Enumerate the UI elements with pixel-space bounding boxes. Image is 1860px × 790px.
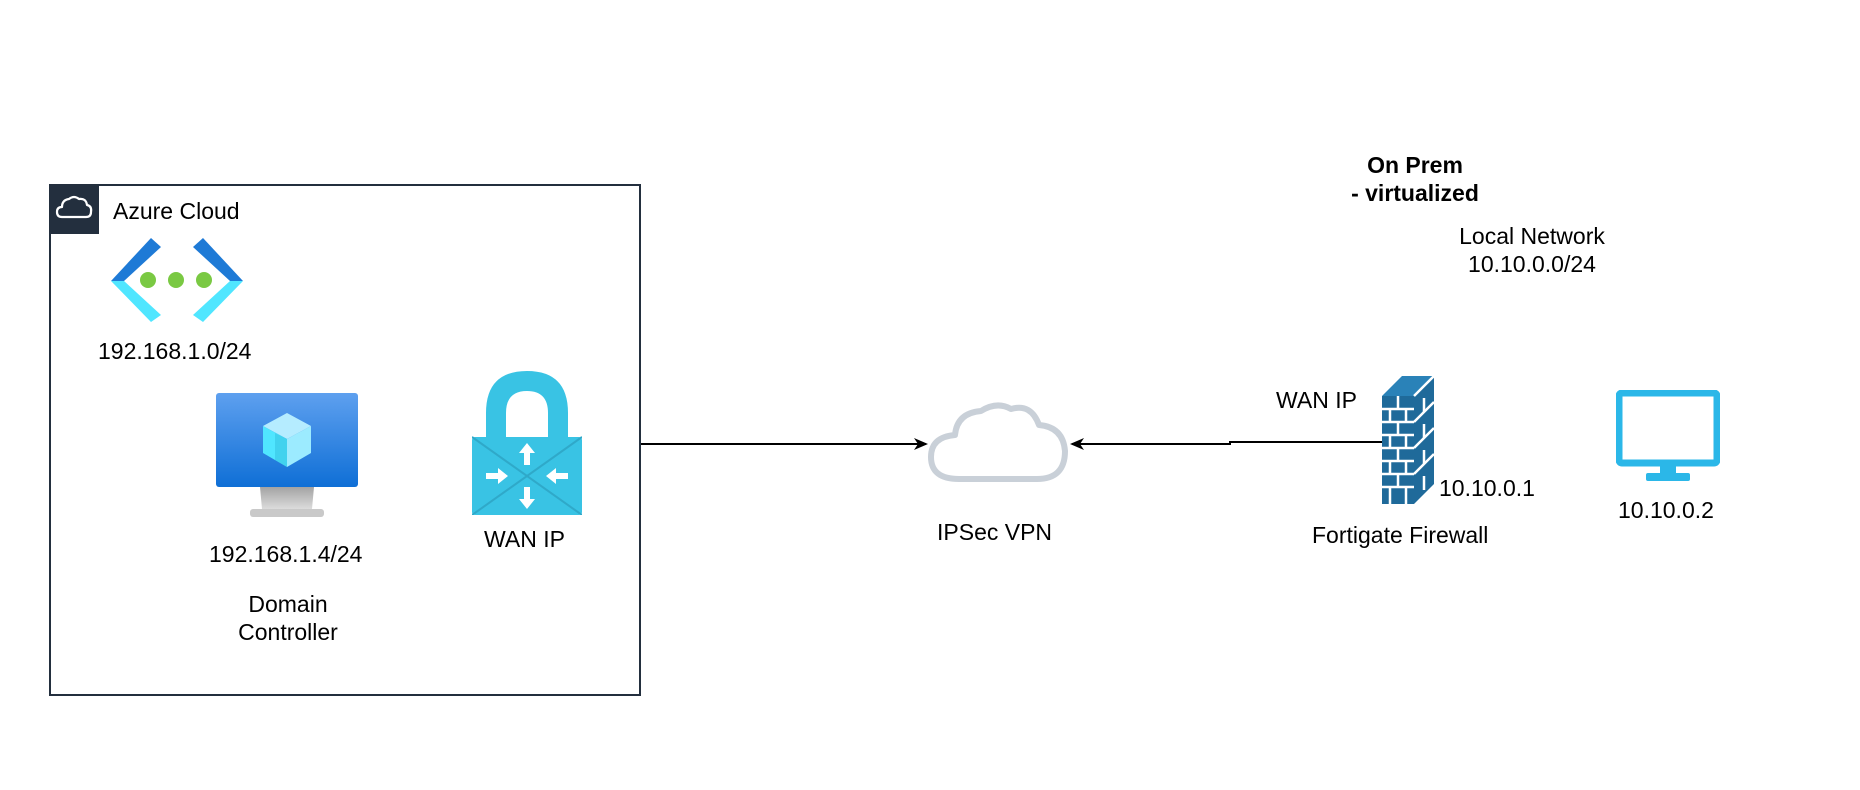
local-network-line1: Local Network bbox=[1459, 223, 1605, 249]
azure-wan-ip-label: WAN IP bbox=[484, 526, 565, 552]
azure-cloud-title: Azure Cloud bbox=[113, 198, 240, 224]
dc-name-line1: Domain bbox=[248, 591, 328, 617]
onprem-title-line2: - virtualized bbox=[1351, 180, 1479, 206]
ipsec-vpn-cloud-icon bbox=[928, 402, 1068, 482]
cloud-icon bbox=[55, 195, 93, 219]
firewall-ip-label: 10.10.0.1 bbox=[1439, 475, 1535, 501]
virtual-machine-icon bbox=[216, 393, 358, 517]
firewall-icon bbox=[1382, 375, 1435, 504]
local-network-line2: 10.10.0.0/24 bbox=[1468, 251, 1596, 277]
dc-ip-label: 192.168.1.4/24 bbox=[209, 541, 363, 567]
dc-name-line2: Controller bbox=[238, 619, 338, 645]
ipsec-vpn-label: IPSec VPN bbox=[937, 519, 1053, 545]
onprem-title-line1: On Prem bbox=[1367, 152, 1463, 178]
firewall-to-vpn-connector bbox=[1070, 438, 1388, 450]
onprem-wan-ip-label: WAN IP bbox=[1276, 387, 1357, 413]
azure-cloud-group bbox=[49, 184, 641, 696]
firewall-name-label: Fortigate Firewall bbox=[1312, 522, 1489, 548]
vnet-cidr-label: 192.168.1.0/24 bbox=[98, 338, 252, 364]
azure-group-badge bbox=[49, 184, 99, 234]
virtual-network-icon bbox=[111, 238, 243, 322]
monitor-icon bbox=[1616, 390, 1720, 481]
vpn-gateway-lock-icon bbox=[472, 371, 582, 515]
client-ip-label: 10.10.0.2 bbox=[1618, 497, 1714, 523]
